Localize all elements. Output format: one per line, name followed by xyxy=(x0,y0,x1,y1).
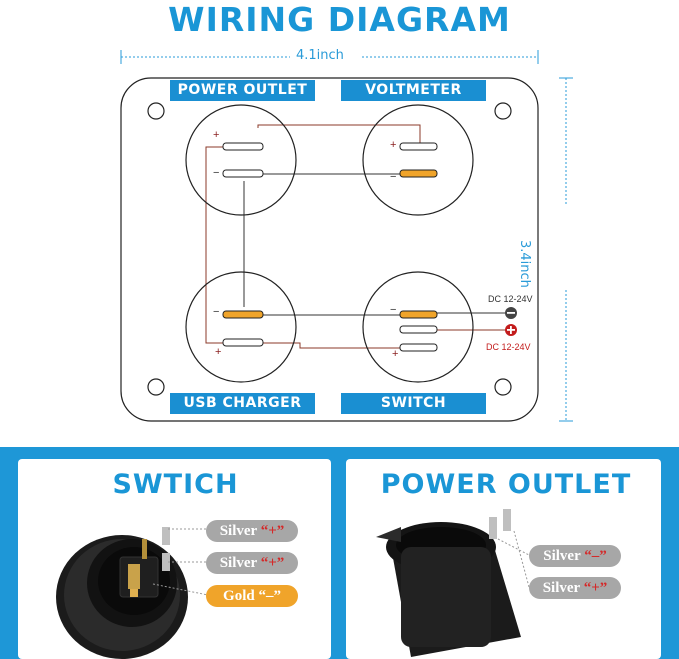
terminal-silver xyxy=(222,142,264,151)
terminal-gold xyxy=(399,310,438,319)
mount-hole xyxy=(494,378,512,396)
switch-terminal-gold-minus: Gold “–” xyxy=(206,585,298,607)
terminal-silver xyxy=(399,343,438,352)
mount-hole xyxy=(494,102,512,120)
power-outlet-terminal-silver-plus: Silver “+” xyxy=(529,577,621,599)
mount-hole xyxy=(147,378,165,396)
dc-negative-label: DC 12-24V xyxy=(488,294,533,304)
switch-leader-lines xyxy=(152,528,209,596)
minus-sign: − xyxy=(213,306,220,318)
terminal-silver xyxy=(399,142,438,151)
page-title: WIRING DIAGRAM xyxy=(168,0,511,39)
terminal-silver xyxy=(399,325,438,334)
switch-socket xyxy=(362,271,474,383)
panel-outline xyxy=(120,77,539,422)
plus-sign: + xyxy=(213,129,220,141)
switch-product-image xyxy=(56,527,188,659)
voltmeter-socket xyxy=(362,104,474,216)
plus-sign: + xyxy=(215,346,222,358)
plus-sign: + xyxy=(392,348,399,360)
plus-sign: + xyxy=(390,139,397,151)
terminal-silver xyxy=(222,169,264,178)
power-outlet-socket xyxy=(185,104,297,216)
power-outlet-card-title: POWER OUTLET xyxy=(380,469,632,500)
mount-hole xyxy=(147,102,165,120)
switch-label: SWITCH xyxy=(341,393,486,414)
terminal-gold xyxy=(399,169,438,178)
minus-sign: − xyxy=(390,171,397,183)
power-outlet-label: POWER OUTLET xyxy=(170,80,315,101)
switch-terminal-silver-plus: Silver “+” xyxy=(206,552,298,574)
usb-charger-socket xyxy=(185,271,297,383)
switch-terminal-silver-plus: Silver “+” xyxy=(206,520,298,542)
power-outlet-leader-lines xyxy=(497,530,530,588)
terminal-gold xyxy=(222,310,264,319)
power-outlet-product-image xyxy=(376,509,521,657)
usb-charger-label: USB CHARGER xyxy=(170,393,315,414)
power-outlet-terminal-silver-minus: Silver “–” xyxy=(529,545,621,567)
height-label: 3.4inch xyxy=(517,240,532,288)
voltmeter-label: VOLTMETER xyxy=(341,80,486,101)
height-dimension xyxy=(559,77,573,422)
terminal-silver xyxy=(222,338,264,347)
minus-sign: − xyxy=(213,167,220,179)
switch-card: SWTICH Silver “+” Silver “+” Gold “–” xyxy=(18,459,331,659)
power-outlet-card: POWER OUTLET Silver “–” Silver “+” xyxy=(346,459,661,659)
minus-sign: − xyxy=(390,304,397,316)
width-dimension xyxy=(120,50,539,64)
wiring-diagram xyxy=(120,50,573,422)
dc-positive-label: DC 12-24V xyxy=(486,342,531,352)
width-label: 4.1inch xyxy=(296,48,344,63)
switch-card-title: SWTICH xyxy=(112,469,239,500)
wires xyxy=(205,124,505,349)
